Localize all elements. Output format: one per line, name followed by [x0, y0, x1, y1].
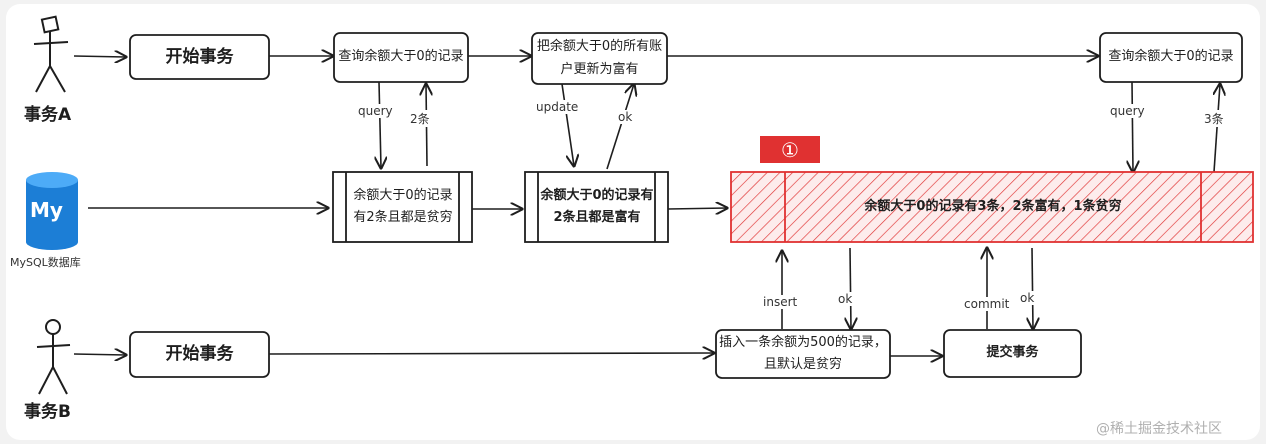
a-query2-text: 查询余额大于0的记录 — [1108, 49, 1234, 65]
edge-label-insert: insert — [763, 295, 798, 309]
edge-label-result1: 2条 — [410, 110, 430, 127]
db-state1-box — [332, 171, 473, 243]
a-start-box — [129, 34, 270, 80]
a-query1-box — [333, 32, 469, 83]
watermark: @稀土掘金技术社区 — [1096, 421, 1222, 437]
b-insert-box — [715, 329, 891, 379]
edge-label-update: update — [536, 100, 579, 114]
edge-label-commit: commit — [964, 297, 1010, 311]
b-start-text: 开始事务 — [165, 344, 234, 365]
b-commit-box — [943, 329, 1082, 378]
database-logo-text: My — [30, 198, 63, 222]
db-state3-text: 余额大于0的记录有3条，2条富有，1条贫穷 — [864, 198, 1122, 214]
database-label: MySQL数据库 — [10, 256, 81, 269]
database-icon — [26, 172, 78, 250]
a-query1-text: 查询余额大于0的记录 — [338, 49, 464, 65]
a-start-text: 开始事务 — [165, 46, 234, 67]
edge-label-ok2: ok — [838, 292, 853, 306]
edge-label-ok3: ok — [1020, 291, 1035, 305]
edge-label-result2: 3条 — [1204, 110, 1224, 127]
step-badge: ① — [760, 136, 820, 163]
db-state2-box — [524, 171, 669, 243]
edge-label-query2: query — [1110, 104, 1145, 118]
a-query2-box — [1099, 32, 1243, 83]
actor-a-figure — [33, 15, 69, 93]
db-state3-box — [730, 171, 1254, 243]
db-state2-text: 余额大于0的记录有2条且都是富有 — [540, 187, 654, 225]
actor-b-figure — [36, 319, 71, 395]
diagram-canvas: 事务A 事务B My MySQL数据库 开始事务 查询余额大于0的记录 把余额大… — [6, 4, 1260, 440]
a-update-box — [531, 32, 668, 85]
b-commit-text: 提交事务 — [986, 345, 1039, 361]
edge-label-query1: query — [358, 104, 393, 118]
actor-a-label: 事务A — [24, 105, 72, 125]
b-start-box — [129, 331, 270, 378]
diagram-lines — [26, 15, 1254, 395]
actor-b-label: 事务B — [24, 402, 71, 422]
a-update-text: 把余额大于0的所有账户更新为富有 — [536, 39, 663, 77]
db-state1-text: 余额大于0的记录有2条且都是贫穷 — [353, 187, 453, 225]
edge-label-ok1: ok — [618, 110, 633, 124]
b-insert-text: 插入一条余额为500的记录，且默认是贫穷 — [719, 334, 887, 372]
